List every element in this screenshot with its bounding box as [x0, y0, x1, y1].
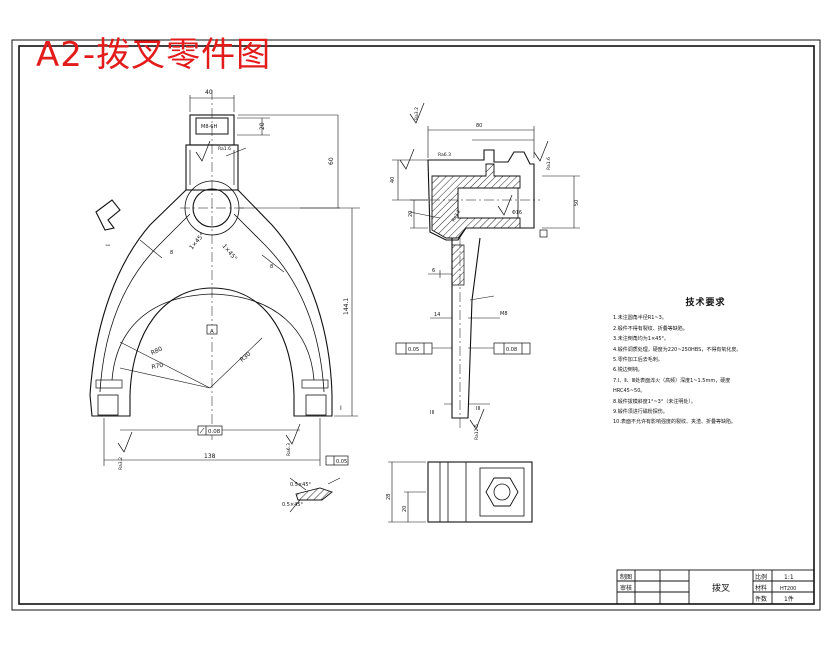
tb-row-label-1: 制图: [620, 573, 632, 581]
notes-item: 1.未注圆角半径R1~3。: [613, 315, 667, 322]
notes-item: 6.锐边倒钝。: [613, 367, 643, 374]
side-roughness-1: Ra3.2: [414, 107, 420, 120]
dim-fork-height: 144.1: [343, 298, 350, 315]
section-flatness: 0.05: [336, 459, 347, 465]
tb-material-value: HT200: [780, 586, 796, 592]
tb-row-label-2: 审核: [620, 584, 632, 592]
side-tol-1: 0.05: [408, 347, 419, 353]
side-roughness: Ra3.2 Ra6.3 Ra1.6 Ra3.2 Ra12.5: [399, 102, 552, 440]
side-dim-height-c: 50: [574, 200, 580, 206]
dim-chamfer-right: 1×45°: [220, 243, 238, 262]
front-roughness-1: Ra3.2: [118, 457, 124, 470]
front-roughness: Ra3.2 Ra6.3 Ra1.6: [117, 140, 301, 470]
side-dim-length: 14: [434, 312, 440, 318]
datum-a-label: A: [210, 329, 214, 335]
notes-item: 10.表面不允许有影响强度的裂纹、夹渣、折叠等缺陷。: [613, 419, 736, 426]
front-view: [89, 90, 360, 466]
detail-width: 20: [402, 506, 408, 512]
detail-height: 28: [386, 494, 392, 500]
side-dim-height-a: 40: [390, 177, 396, 183]
dim-base-width: 138: [204, 453, 216, 460]
side-roughness-4: Ra3.2: [451, 209, 463, 223]
notes-item: 8.锻件拔模斜度1°~3°（未注明处）。: [613, 398, 696, 405]
side-hatch: [431, 163, 521, 239]
side-tolerance-frames: 0.05 0.08: [395, 342, 531, 355]
fork-inner: [99, 213, 325, 393]
side-section-left: III: [430, 410, 434, 416]
notes-item: 7.Ⅰ、Ⅱ、Ⅲ处表面淬火（高频）深度1~1.5mm，硬度: [613, 377, 731, 384]
section-chamfer-bottom: 0.5×45°: [282, 502, 304, 508]
notes-item: 3.未注倒角均为1×45°。: [613, 336, 670, 343]
side-rib-hatch: [451, 244, 465, 286]
parallel-tolerance-frame: 0.08 A: [197, 324, 223, 436]
section-mark-right: I: [340, 405, 342, 412]
title-block: [616, 569, 815, 605]
hook-sketch: [95, 199, 121, 231]
side-dim-thread: M8: [500, 311, 508, 317]
dim-radius-outer: R80: [150, 345, 164, 356]
side-roughness-5: Ra12.5: [474, 424, 480, 440]
detail-view: [388, 461, 533, 523]
notes-item: HRC45~50。: [613, 388, 646, 395]
side-section-right: III: [476, 406, 480, 412]
side-bore: [457, 187, 519, 219]
parallel-tol-value: 0.08: [208, 429, 221, 435]
side-rib: [451, 237, 481, 419]
dim-hole-spec: M8-6H: [201, 124, 217, 130]
dim-chamfer-left: 1×45°: [188, 232, 206, 251]
notes-item: 4.锻件调质处理，硬度为220~250HBS，不得有氧化皮。: [613, 346, 742, 353]
notes-item: 9.锻件须进行磁粉探伤。: [613, 409, 668, 416]
tb-scale-label: 比例: [755, 573, 767, 581]
section-chamfer-top: 0.5×45°: [290, 482, 312, 488]
side-roughness-3: Ra1.6: [546, 157, 552, 170]
dim-radius-mid: R30: [239, 350, 253, 363]
outer-border: [11, 39, 821, 611]
dim-thickness-right: 8: [270, 264, 273, 270]
technical-requirements: 技术要求 1.未注圆角半径R1~3。 2.锻件不得有裂纹、折叠等缺陷。 3.未注…: [613, 298, 798, 428]
inner-border: [18, 45, 815, 605]
side-dim-height-b: 20: [408, 211, 414, 217]
dim-slot-depth: 20: [259, 122, 266, 130]
fork-outer: [89, 189, 333, 417]
side-dim-hole: Φ16: [512, 210, 522, 216]
front-roughness-2: Ra6.3: [286, 443, 292, 456]
dim-total-height: 60: [328, 157, 335, 165]
tb-material-label: 材料: [755, 584, 767, 592]
banner-title: A2-拨叉零件图: [36, 35, 272, 75]
side-dim-width: 80: [476, 123, 482, 129]
dim-radius-inner: R70: [151, 362, 164, 371]
tb-scale-value: 1:1: [784, 574, 794, 581]
side-tol-2: 0.08: [506, 347, 517, 353]
dim-thickness-left: 8: [170, 250, 173, 256]
tb-count-value: 1件: [784, 595, 794, 603]
notes-title: 技术要求: [685, 298, 726, 308]
tb-count-label: 件数: [755, 595, 767, 603]
side-view: [392, 126, 580, 430]
notes-item: 5.零件加工后去毛刺。: [613, 357, 663, 364]
front-roughness-3: Ra1.6: [218, 146, 231, 152]
side-roughness-2: Ra6.3: [438, 152, 451, 158]
dim-top-width: 40: [205, 89, 213, 96]
detail-body: [427, 461, 533, 523]
section-mark-left: I: [105, 244, 112, 246]
section-detail: [289, 455, 349, 513]
tb-part-name: 拨叉: [712, 582, 730, 594]
side-dim-rib: 6: [432, 268, 435, 274]
notes-item: 2.锻件不得有裂纹、折叠等缺陷。: [613, 325, 688, 332]
detail-hex: [485, 477, 519, 507]
